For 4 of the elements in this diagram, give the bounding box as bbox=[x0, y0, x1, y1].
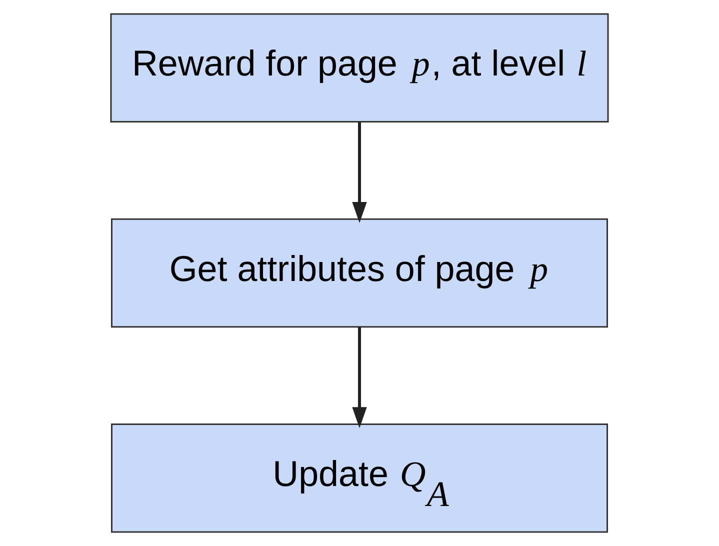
node-box: Get attributes of page p bbox=[110, 218, 608, 328]
arrow bbox=[352, 122, 367, 224]
arrow bbox=[352, 327, 367, 428]
node-box: Reward for page p, at level l bbox=[110, 13, 609, 123]
